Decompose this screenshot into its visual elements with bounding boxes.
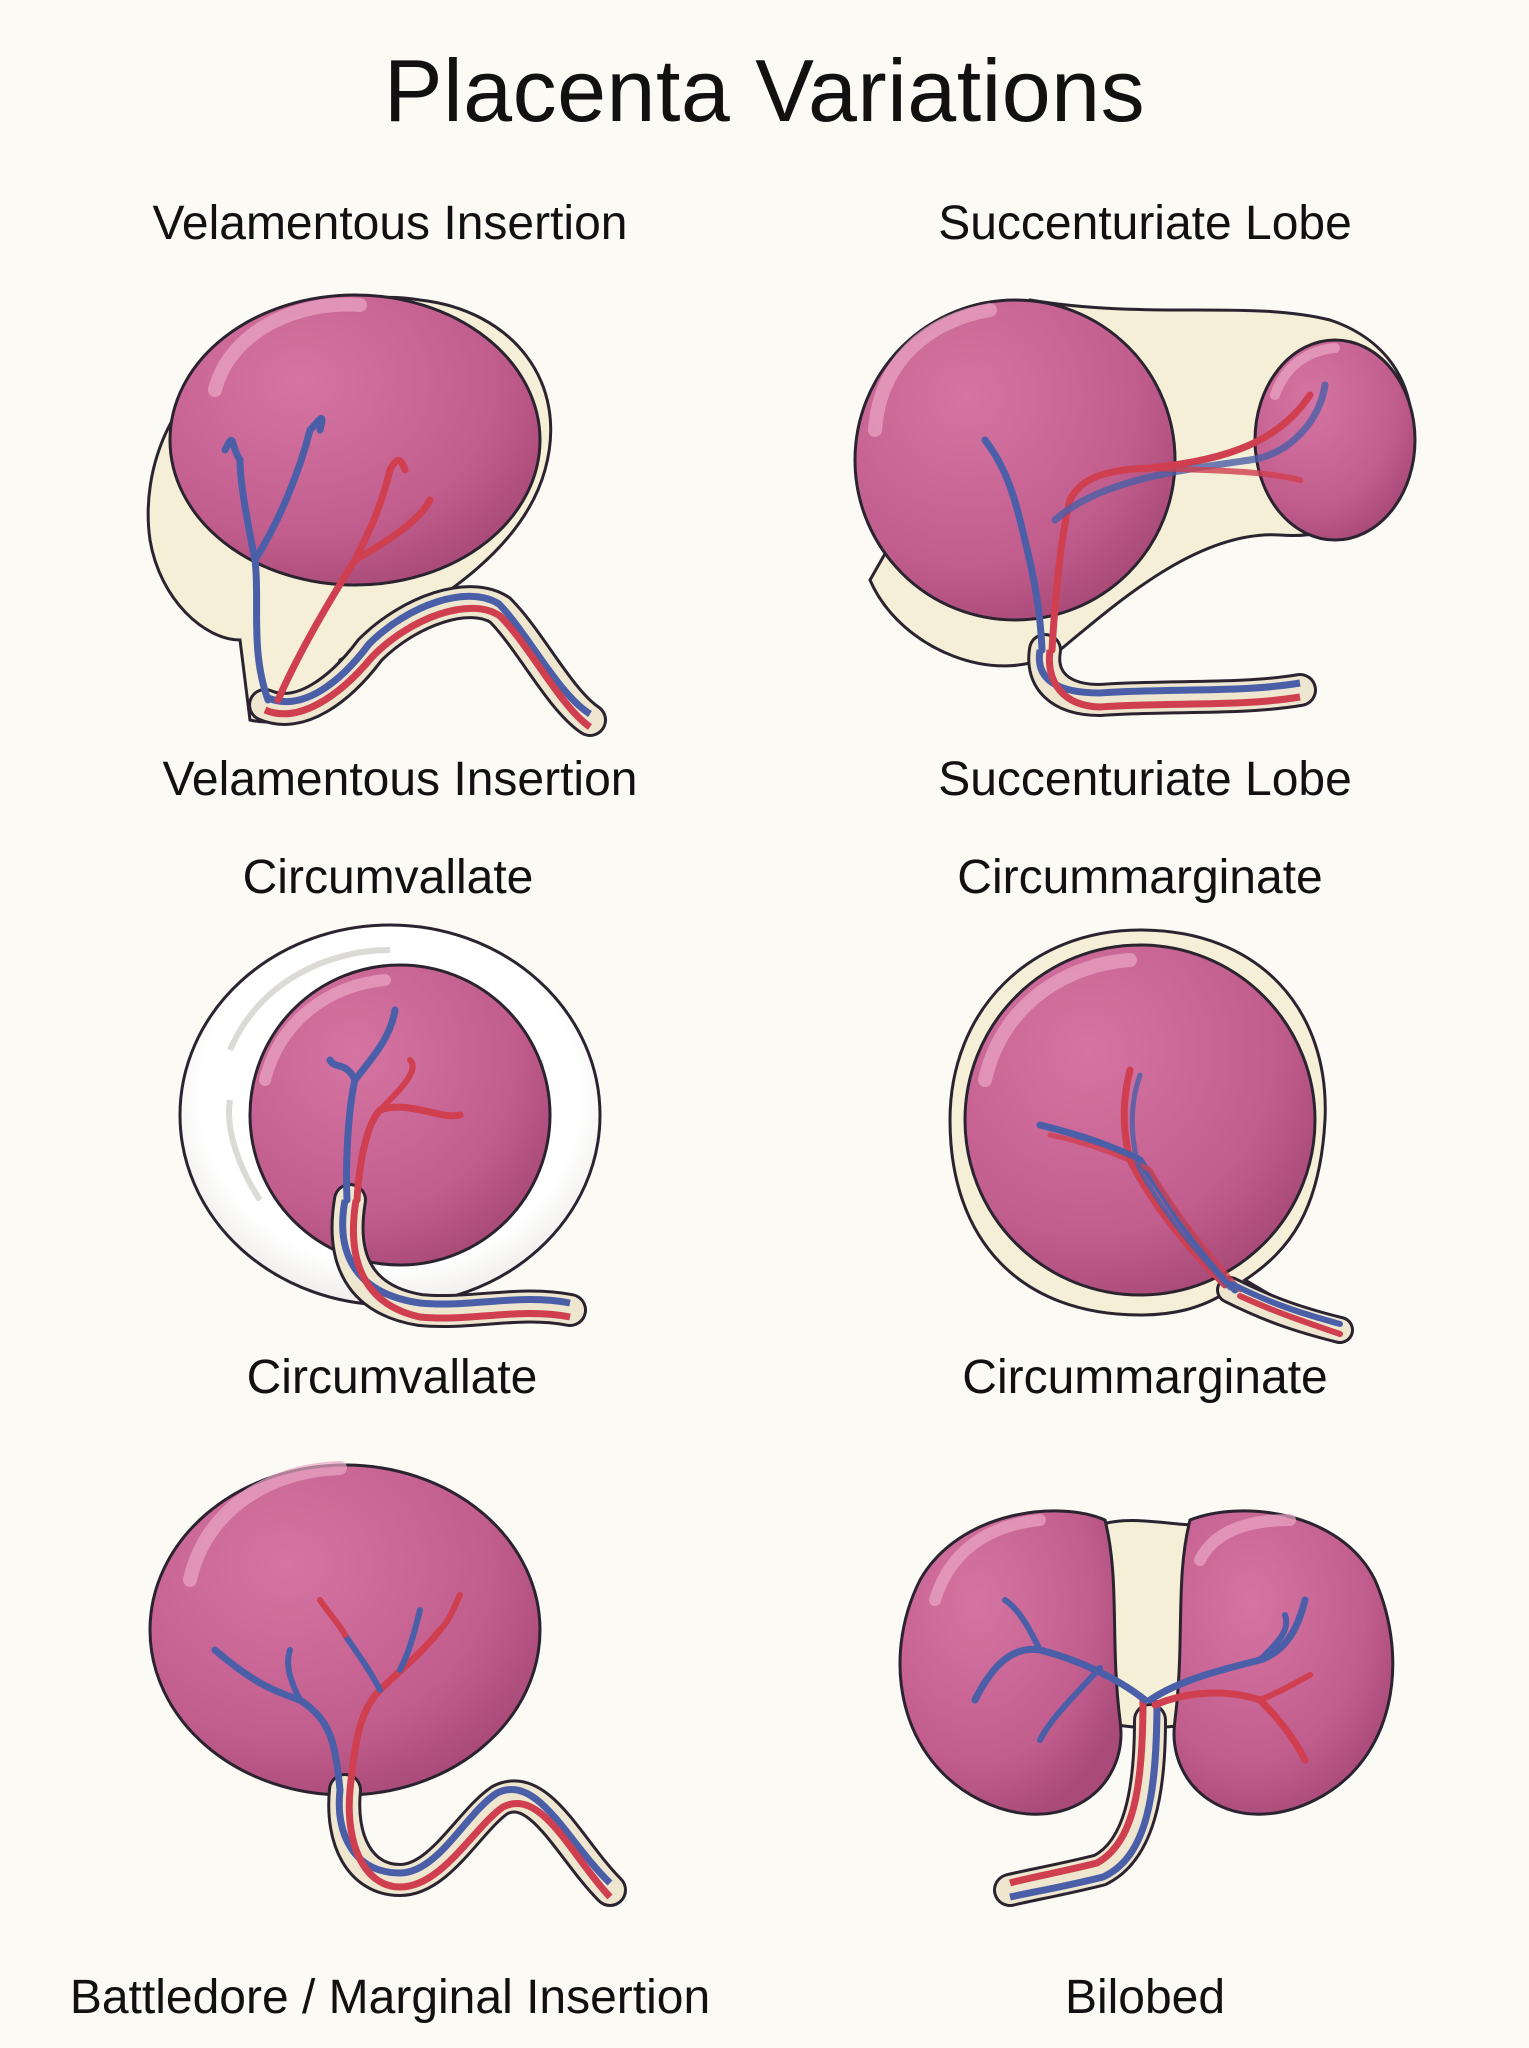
- label-circumvallate-bottom: Circumvallate: [246, 1351, 538, 1404]
- circumvallate-illustration: [178, 923, 602, 1329]
- placenta-disc: [168, 293, 542, 587]
- label-circummarginate-top: Circummarginate: [957, 851, 1323, 904]
- velamentous-insertion-illustration: [146, 293, 607, 737]
- highlight: [208, 297, 367, 397]
- label-velamentous-top: Velamentous Insertion: [152, 197, 628, 250]
- veins: [221, 415, 326, 704]
- page-title: Placenta Variations: [383, 41, 1146, 140]
- left-lobe: [898, 1509, 1123, 1816]
- succenturiate-lobe-illustration: [853, 298, 1417, 718]
- right-lobe: [1172, 1509, 1395, 1816]
- circummarginate-illustration: [948, 928, 1354, 1344]
- battledore-illustration: [148, 1461, 627, 1907]
- label-succenturiate-bottom: Succenturiate Lobe: [938, 753, 1352, 806]
- arteries: [274, 457, 434, 704]
- main-lobe: [853, 298, 1177, 622]
- placenta-disc: [248, 963, 552, 1267]
- label-circumvallate-top: Circumvallate: [242, 851, 534, 904]
- label-battledore: Battledore / Marginal Insertion: [69, 1971, 711, 2024]
- label-circummarginate-bottom: Circummarginate: [962, 1351, 1328, 1404]
- label-velamentous-bottom: Velamentous Insertion: [162, 753, 638, 806]
- bilobed-illustration: [898, 1509, 1395, 1907]
- label-succenturiate-top: Succenturiate Lobe: [938, 197, 1352, 250]
- placenta-disc: [963, 943, 1317, 1297]
- accessory-lobe: [1253, 338, 1417, 542]
- label-bilobed: Bilobed: [1064, 1971, 1226, 2024]
